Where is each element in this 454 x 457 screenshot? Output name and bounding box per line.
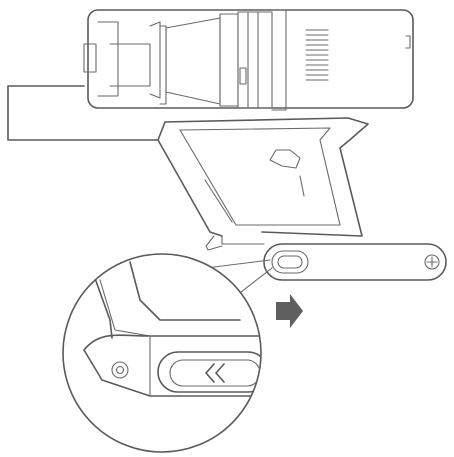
motor-housing: [83, 9, 414, 111]
handle-body: [7, 85, 369, 237]
detail-callout: [62, 253, 262, 453]
vent-grille: [305, 29, 329, 81]
double-chevron-left-icon: [205, 363, 225, 383]
battery-pack: [205, 235, 447, 281]
right-arrow-icon: [276, 294, 303, 328]
